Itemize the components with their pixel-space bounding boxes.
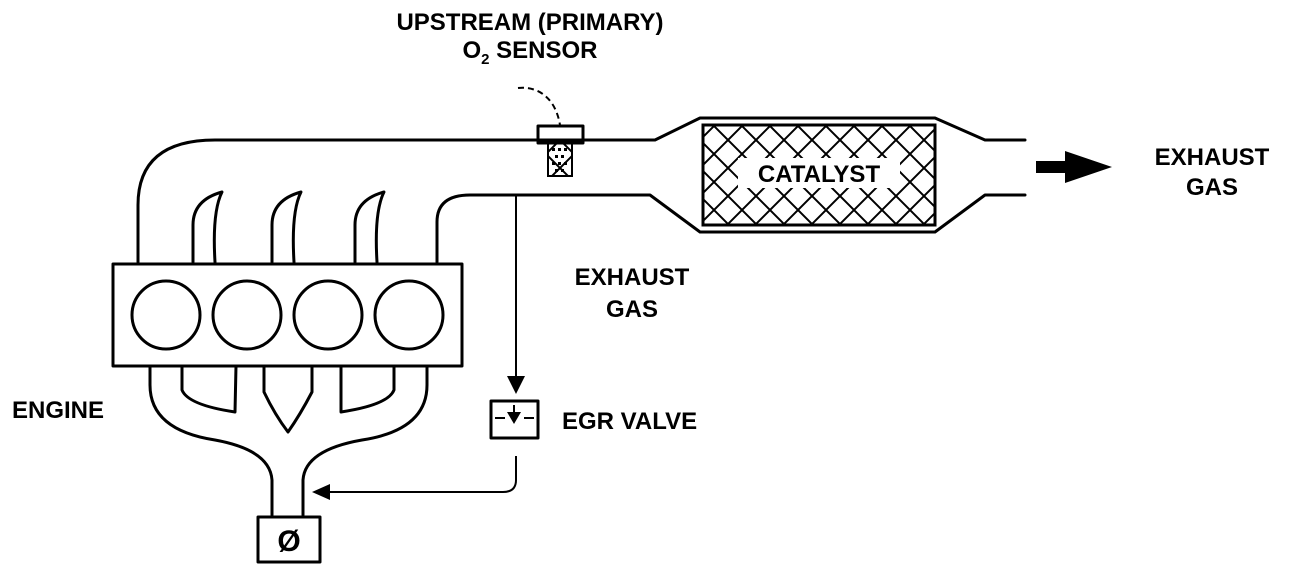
engine-block	[111, 262, 464, 368]
egr-valve-body	[489, 399, 540, 440]
throttle-body	[256, 515, 322, 564]
sensor-leader-line	[517, 86, 561, 126]
intake-runner-23	[262, 364, 314, 434]
cylinder-3	[292, 279, 364, 351]
sensor-label-line2: O2 SENSOR	[462, 37, 597, 68]
manifold-runner-1	[191, 190, 224, 264]
catalyst-label-bg	[738, 158, 900, 188]
intake-manifold-outer-right	[301, 364, 429, 517]
intake-runner-4	[339, 364, 396, 414]
o2-sensor-element	[547, 142, 573, 177]
egr-supply-arrowhead	[507, 376, 525, 394]
cylinder-4	[373, 279, 445, 351]
exhaust-gas-egr-label-line1: EXHAUST	[575, 264, 690, 291]
egr-return-line	[330, 456, 517, 493]
cylinder-2	[211, 279, 283, 351]
intake-manifold-outer-left	[148, 364, 274, 517]
o2-sensor-element-dots	[552, 148, 567, 172]
manifold-runner-3	[353, 190, 386, 264]
egr-valve-label: EGR VALVE	[562, 408, 697, 435]
cylinder-1	[130, 279, 202, 351]
exhaust-outlet-arrow	[1036, 151, 1112, 183]
exhaust-gas-outlet-label-line1: EXHAUST	[1155, 144, 1270, 171]
exhaust-pipe-lower-wall	[435, 193, 1027, 264]
throttle-plate-symbol: Ø	[277, 525, 300, 558]
catalyst-label: CATALYST	[758, 161, 881, 188]
exhaust-gas-egr-label-line2: GAS	[606, 296, 658, 323]
exhaust-pipe-upper-wall	[136, 116, 1027, 264]
sensor-label-line1: UPSTREAM (PRIMARY)	[396, 9, 663, 36]
manifold-runner-2	[270, 190, 303, 264]
exhaust-gas-outlet-label-line2: GAS	[1186, 174, 1238, 201]
engine-label: ENGINE	[12, 397, 104, 424]
intake-runner-1	[180, 364, 238, 414]
egr-valve-symbol	[507, 412, 521, 424]
egr-return-arrowhead	[312, 484, 330, 500]
